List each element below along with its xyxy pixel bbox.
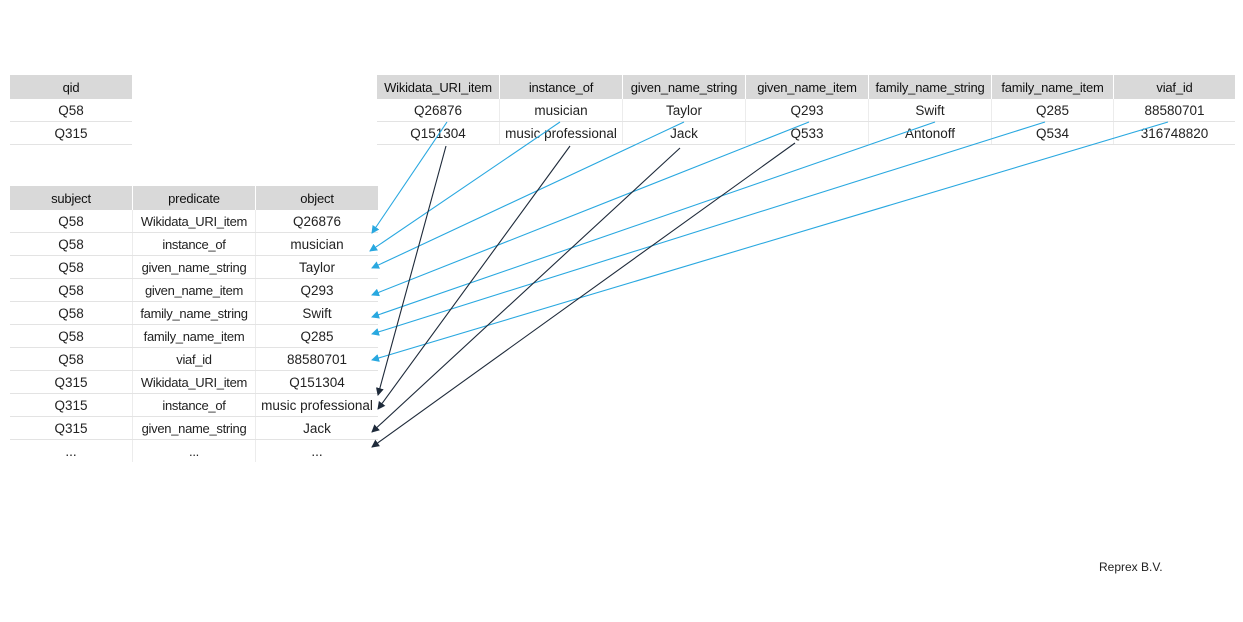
arrow-family-name-string-q58: [371, 121, 936, 319]
predicate-cell: given_name_string: [132, 416, 256, 440]
table-row: Q58 family_name_item Q285: [10, 324, 378, 348]
table-cell: Q293: [745, 99, 869, 122]
arrow-given-name-string-q315: [371, 147, 681, 433]
wide-table: Wikidata_URI_item instance_of given_name…: [377, 75, 1235, 145]
subject-cell: Q58: [10, 255, 133, 279]
predicate-cell: family_name_item: [132, 324, 256, 348]
qid-header: qid: [10, 75, 132, 99]
object-cell: Q151304: [255, 370, 378, 394]
subject-cell: Q58: [10, 278, 133, 302]
column-header: instance_of: [499, 75, 623, 99]
object-cell: music professional: [255, 393, 378, 417]
table-row: Q26876 musician Taylor Q293 Swift Q285 8…: [377, 99, 1235, 122]
table-cell: Q533: [745, 121, 869, 145]
table-cell: 316748820: [1113, 121, 1235, 145]
subject-cell: Q58: [10, 210, 133, 233]
column-header: Wikidata_URI_item: [377, 75, 500, 99]
table-cell: Jack: [622, 121, 746, 145]
qid-cell: Q58: [10, 99, 132, 122]
table-row: Q58: [10, 99, 132, 122]
arrow-instance-of-q315: [377, 145, 571, 410]
column-header: given_name_item: [745, 75, 869, 99]
object-cell: musician: [255, 232, 378, 256]
table-cell: Q26876: [377, 99, 500, 122]
column-header: predicate: [132, 186, 256, 210]
predicate-cell: Wikidata_URI_item: [132, 370, 256, 394]
arrow-given-name-item-q58: [371, 121, 810, 297]
table-row: Q58 given_name_item Q293: [10, 278, 378, 302]
table-cell: music professional: [499, 121, 623, 145]
subject-cell: Q315: [10, 370, 133, 394]
arrow-wikidata-uri-q315: [375, 145, 447, 396]
column-header: object: [255, 186, 378, 210]
subject-cell: ...: [65, 443, 77, 459]
column-header: family_name_string: [868, 75, 992, 99]
column-header: given_name_string: [622, 75, 746, 99]
arrow-family-name-item-q58: [371, 121, 1046, 336]
table-row-ellipsis: ... ... ...: [10, 439, 378, 462]
subject-cell: Q315: [10, 416, 133, 440]
predicate-cell: given_name_item: [132, 278, 256, 302]
table-cell: Q285: [991, 99, 1114, 122]
arrow-viaf-id-q58: [371, 121, 1169, 362]
predicate-cell: Wikidata_URI_item: [132, 210, 256, 233]
table-row: Q151304 music professional Jack Q533 Ant…: [377, 121, 1235, 145]
predicate-cell: ...: [132, 439, 256, 462]
table-cell: 88580701: [1113, 99, 1235, 122]
predicate-cell: given_name_string: [132, 255, 256, 279]
table-row: Q58 instance_of musician: [10, 232, 378, 256]
table-row: Q58 given_name_string Taylor: [10, 255, 378, 279]
table-row: Q315 given_name_string Jack: [10, 416, 378, 440]
qid-table: qid Q58 Q315: [10, 75, 132, 145]
object-cell: Taylor: [255, 255, 378, 279]
table-row: Q58 viaf_id 88580701: [10, 347, 378, 371]
subject-cell: Q58: [10, 232, 133, 256]
table-row: Q315 Wikidata_URI_item Q151304: [10, 370, 378, 394]
predicate-cell: instance_of: [132, 232, 256, 256]
subject-cell: Q58: [10, 301, 133, 325]
predicate-cell: viaf_id: [132, 347, 256, 371]
object-cell: Jack: [255, 416, 378, 440]
table-cell: Taylor: [622, 99, 746, 122]
table-cell: Swift: [868, 99, 992, 122]
table-cell: Antonoff: [868, 121, 992, 145]
object-cell: Q26876: [255, 210, 378, 233]
qid-cell: Q315: [10, 121, 132, 145]
long-table: subject predicate object Q58 Wikidata_UR…: [10, 186, 378, 462]
table-cell: Q534: [991, 121, 1114, 145]
subject-cell: Q58: [10, 324, 133, 348]
subject-cell: Q315: [10, 393, 133, 417]
object-cell: Swift: [255, 301, 378, 325]
object-cell: Q293: [255, 278, 378, 302]
credit-label: Reprex B.V.: [1099, 560, 1163, 574]
object-cell: Q285: [255, 324, 378, 348]
object-cell: 88580701: [255, 347, 378, 371]
table-row: Q58 family_name_string Swift: [10, 301, 378, 325]
column-header: family_name_item: [991, 75, 1114, 99]
table-row: Q58 Wikidata_URI_item Q26876: [10, 210, 378, 233]
predicate-cell: instance_of: [132, 393, 256, 417]
table-row: Q315 instance_of music professional: [10, 393, 378, 417]
subject-cell: Q58: [10, 347, 133, 371]
column-header: subject: [10, 186, 133, 210]
object-cell: ...: [255, 439, 378, 462]
table-cell: musician: [499, 99, 623, 122]
predicate-cell: family_name_string: [132, 301, 256, 325]
column-header: viaf_id: [1113, 75, 1235, 99]
table-row: Q315: [10, 121, 132, 145]
table-cell: Q151304: [377, 121, 500, 145]
arrow-given-name-item-q315: [371, 142, 796, 448]
